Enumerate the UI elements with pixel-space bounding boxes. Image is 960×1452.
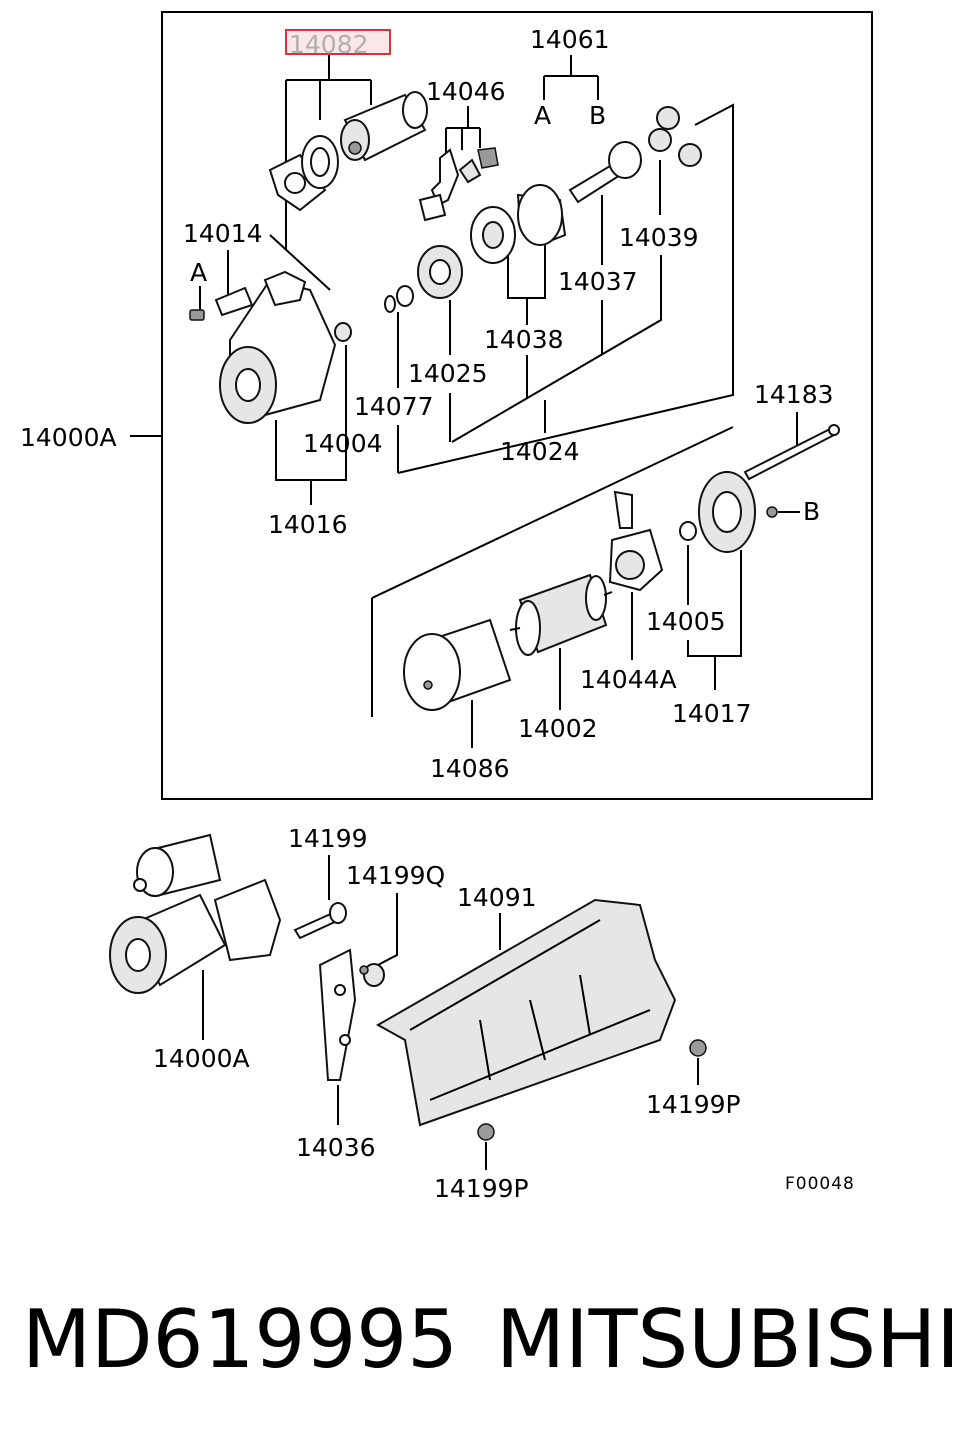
overrunning-clutch-illustration <box>384 245 463 313</box>
label-14044a: 14044A <box>580 665 677 694</box>
label-14061-a: A <box>534 101 551 130</box>
label-14082[interactable]: 14082 <box>289 30 369 59</box>
label-14037: 14037 <box>558 267 638 296</box>
label-14017: 14017 <box>672 699 752 728</box>
clutch-housing-illustration <box>470 184 567 264</box>
label-14091: 14091 <box>457 883 537 912</box>
label-14036: 14036 <box>296 1133 376 1162</box>
label-14014: 14014 <box>183 219 263 248</box>
product-footer: MD619995 MITSUBISHI <box>0 1285 960 1395</box>
label-14024: 14024 <box>500 437 580 466</box>
label-14061: 14061 <box>530 25 610 54</box>
yoke-illustration <box>403 618 512 711</box>
label-14199p-right: 14199P <box>646 1090 741 1119</box>
bushing-14004-illustration <box>334 322 352 342</box>
label-lower-14000a: 14000A <box>153 1044 250 1073</box>
part-number: MD619995 <box>22 1293 459 1386</box>
rear-bracket-illustration <box>679 471 756 553</box>
solenoid-illustration <box>268 91 428 212</box>
label-14038: 14038 <box>484 325 564 354</box>
bolt-14199p-right-illustration <box>689 1039 707 1057</box>
through-bolt-illustration <box>743 424 840 481</box>
heat-shield-illustration <box>375 898 677 1127</box>
label-14077: 14077 <box>354 392 434 421</box>
label-14199: 14199 <box>288 824 368 853</box>
label-14183-b: B <box>803 497 820 526</box>
label-14014-a: A <box>190 258 207 287</box>
label-14039: 14039 <box>619 223 699 252</box>
front-housing-illustration <box>219 234 337 424</box>
assembly-label-14000a: 14000A <box>20 423 117 452</box>
brand-name: MITSUBISHI <box>496 1293 960 1386</box>
armature-illustration <box>509 573 613 656</box>
figure-code: F00048 <box>785 1174 855 1194</box>
label-14016: 14016 <box>268 510 348 539</box>
exploded-view-frame <box>161 11 873 800</box>
bolt-14199q-illustration <box>359 963 385 987</box>
bracket-14014-illustration <box>189 286 254 321</box>
highlight-box-14082[interactable] <box>285 29 391 55</box>
bolt-14199-illustration <box>293 902 347 940</box>
starter-assembly-illustration <box>109 833 282 994</box>
shift-lever-illustration <box>418 147 499 222</box>
label-14183: 14183 <box>754 380 834 409</box>
label-14002: 14002 <box>518 714 598 743</box>
label-14004: 14004 <box>303 429 383 458</box>
label-14046: 14046 <box>426 77 506 106</box>
label-14199p-bottom: 14199P <box>434 1174 529 1203</box>
label-14005: 14005 <box>646 607 726 636</box>
label-14086: 14086 <box>430 754 510 783</box>
pinion-shaft-illustration <box>568 106 702 204</box>
label-14025: 14025 <box>408 359 488 388</box>
label-14061-b: B <box>589 101 606 130</box>
bolt-14199p-bottom-illustration <box>477 1123 495 1141</box>
label-14199q: 14199Q <box>346 861 445 890</box>
brush-holder-illustration <box>608 490 664 592</box>
bracket-14036-illustration <box>318 948 357 1081</box>
